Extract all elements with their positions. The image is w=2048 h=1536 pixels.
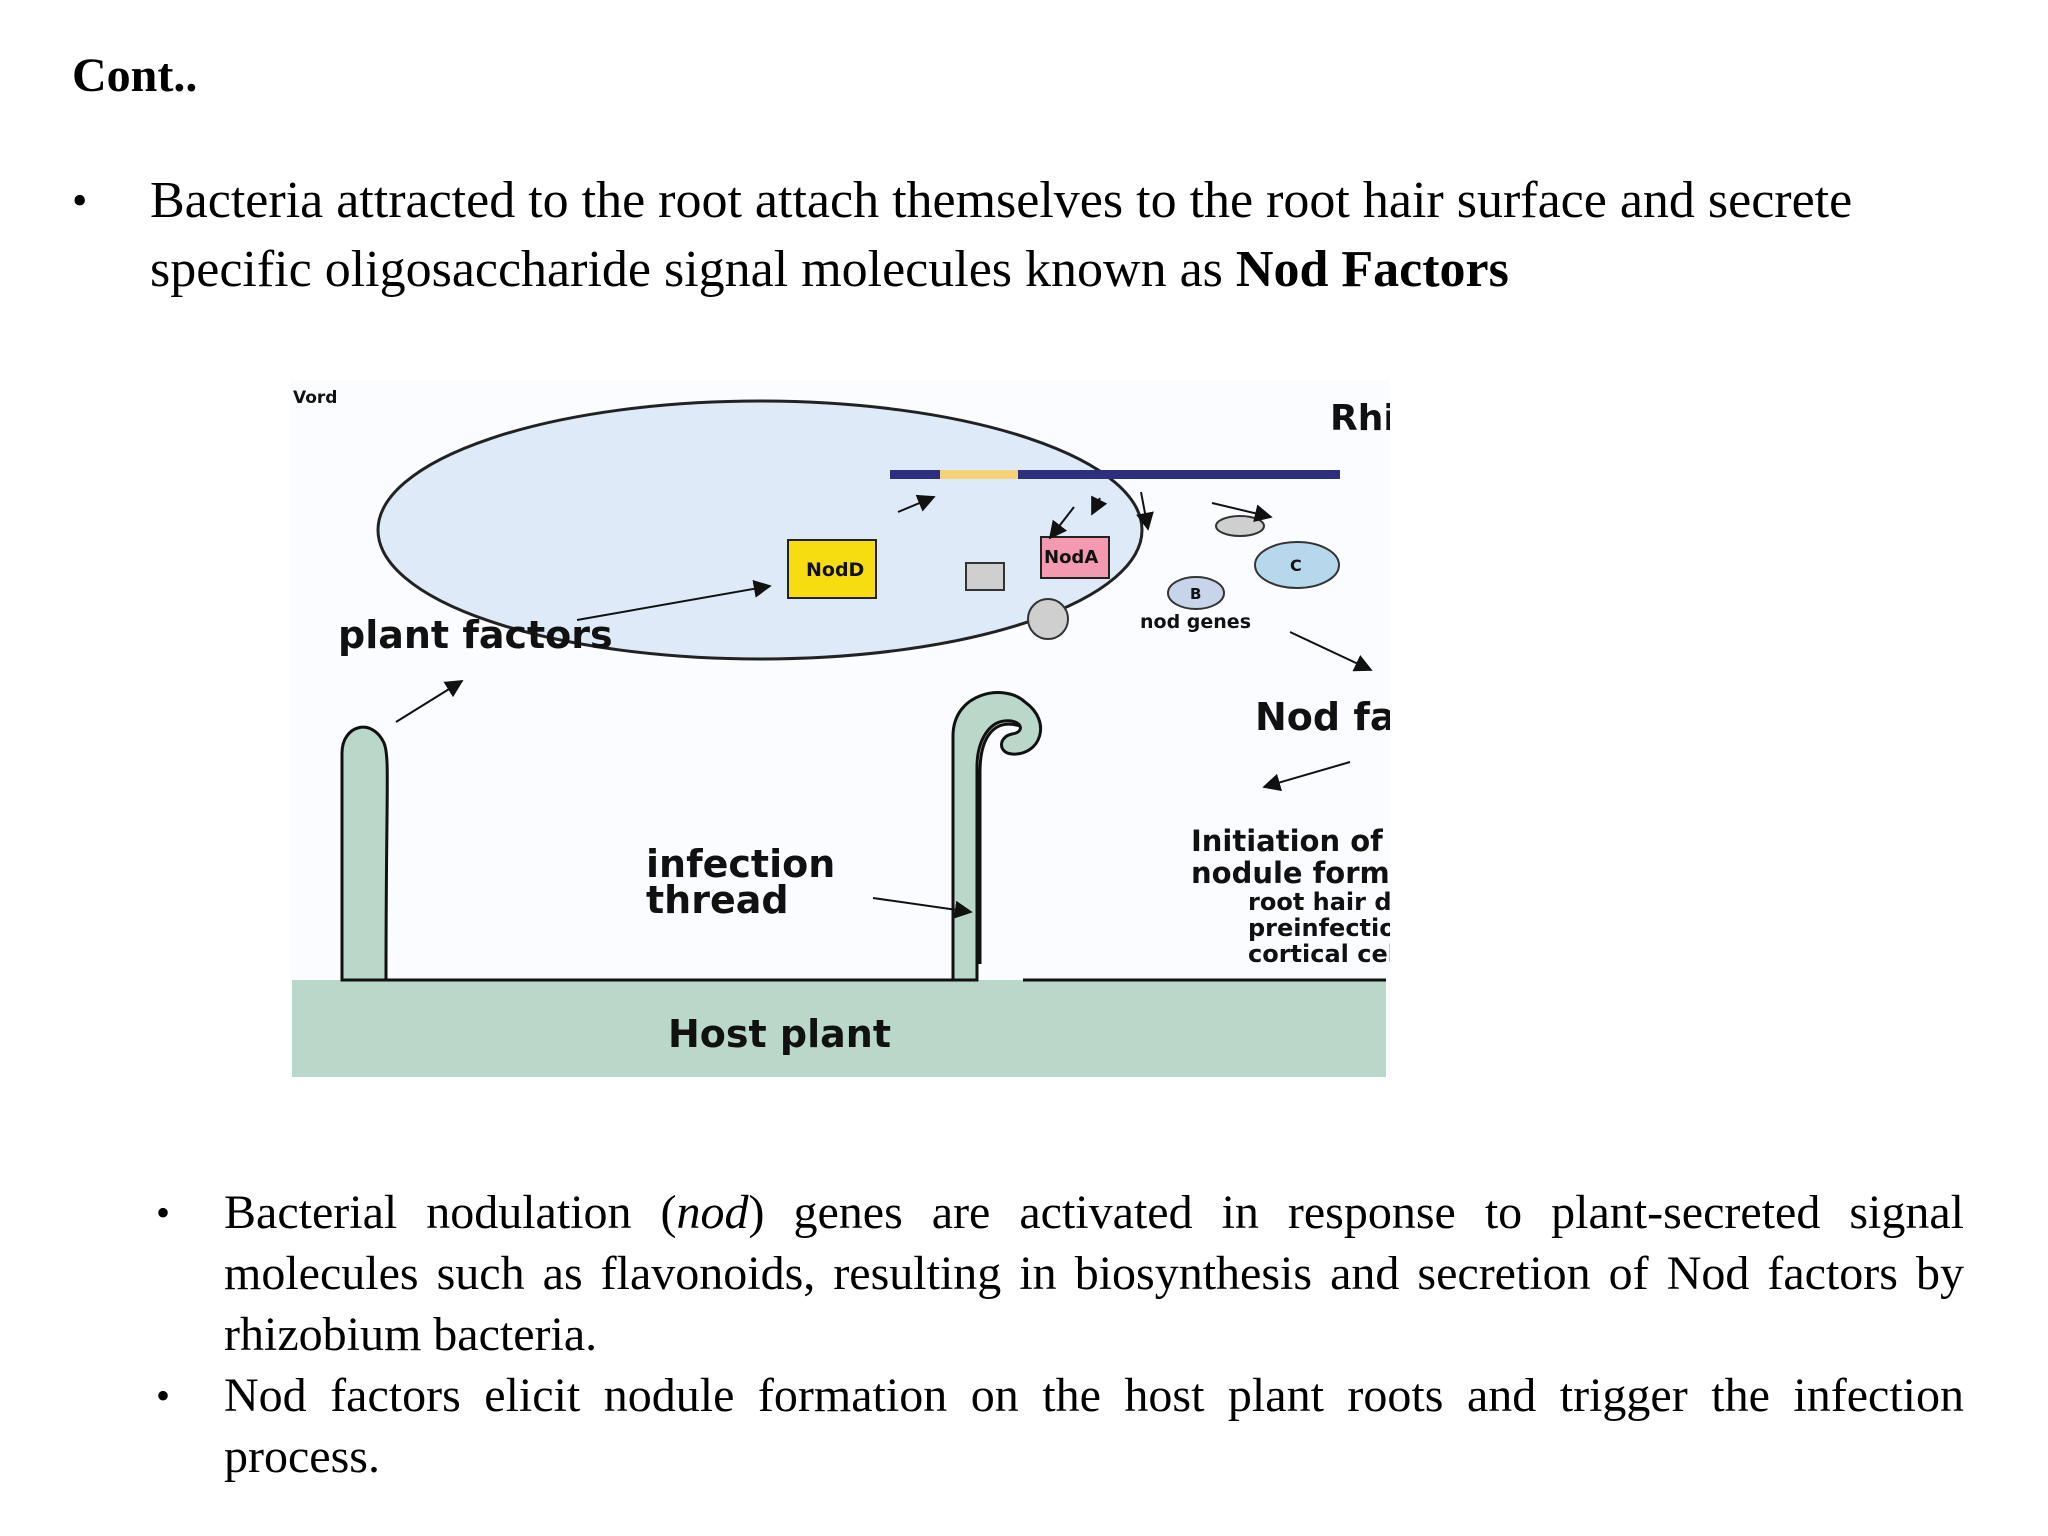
secondary-bullet-1-italic: nod <box>676 1186 749 1239</box>
arrow-nod-gene-1 <box>1048 506 1075 540</box>
secondary-bullet-1: • Bacterial nodulation (nod) genes are a… <box>156 1182 1966 1365</box>
plant-factors-up-arrow <box>395 680 464 723</box>
process-step-2: preinfection thread formation <box>1248 914 1390 942</box>
secondary-bullet-2: • Nod factors elicit nodule formation on… <box>156 1365 1966 1487</box>
secondary-bullet-1-after: ) genes are activated in response to pla… <box>224 1186 1964 1361</box>
sphere-b <box>1167 576 1225 610</box>
nod-factors-label: Nod factors <box>1255 695 1390 739</box>
gray-circle <box>1027 598 1069 640</box>
process-step-1: root hair deformation <box>1248 888 1390 916</box>
main-bullet-bold-term: Nod Factors <box>1235 241 1509 298</box>
arrow-to-gene-bar <box>897 494 936 513</box>
arrow-nod-gene-2 <box>1091 495 1108 516</box>
root-hair-right <box>951 691 1043 982</box>
bullet-marker: • <box>156 1190 171 1235</box>
noda-label: NodA <box>1044 547 1098 568</box>
nod-genes-arrow <box>1289 631 1373 672</box>
rhizobia-label: Rhizobia <box>1330 398 1390 439</box>
host-plant-body <box>292 980 1386 1077</box>
gray-square <box>965 562 1005 591</box>
nod-factor-diagram: Vord NodD NodA C B nod genes Rhizobia pl… <box>290 380 1390 1080</box>
plant-factors-label: plant factors <box>338 613 613 657</box>
secondary-bullet-2-text: Nod factors elicit nodule formation on t… <box>224 1369 1964 1483</box>
arrow-nod-gene-4 <box>1211 502 1273 523</box>
watermark-text: Vord <box>293 388 337 408</box>
sphere-c-label: C <box>1290 556 1302 575</box>
sphere-c <box>1254 541 1340 589</box>
sphere-b-label: B <box>1190 585 1201 603</box>
process-step-3: cortical cell division <box>1248 940 1390 968</box>
arrow-nod-gene-3 <box>1136 491 1154 531</box>
bullet-marker: • <box>72 176 88 225</box>
main-bullet: • Bacteria attracted to the root attach … <box>72 166 1972 304</box>
host-plant-label: Host plant <box>668 1012 891 1056</box>
diagram-svg: Vord NodD NodA C B nod genes Rhizobia pl… <box>290 380 1390 1080</box>
infection-thread-arrow <box>872 897 973 919</box>
root-hair-left <box>340 725 389 982</box>
secondary-bullet-1-before: Bacterial nodulation ( <box>224 1186 677 1239</box>
gene-bar <box>890 470 1340 479</box>
infection-label-1: infection <box>646 842 835 886</box>
infection-label-2: thread <box>646 878 789 922</box>
main-bullet-text: Bacteria attracted to the root attach th… <box>150 166 1930 304</box>
initiation-line-2: nodule formation process <box>1191 856 1390 890</box>
nodd-box <box>787 539 877 599</box>
infection-thread-line <box>978 722 1021 964</box>
secondary-bullet-list: • Bacterial nodulation (nod) genes are a… <box>156 1182 1966 1487</box>
small-gray-oval <box>1215 515 1265 537</box>
gene-highlight <box>940 470 1018 479</box>
secondary-bullet-1-text: Bacterial nodulation (nod) genes are act… <box>224 1182 1964 1365</box>
slide-title: Cont.. <box>72 49 198 102</box>
nod-factors-return-arrow <box>1262 761 1351 792</box>
bullet-marker: • <box>156 1373 171 1418</box>
initiation-line-1: Initiation of the <box>1191 824 1390 858</box>
main-bullet-text-plain: Bacteria attracted to the root attach th… <box>150 172 1853 298</box>
nodd-label: NodD <box>806 559 864 581</box>
nod-genes-label: nod genes <box>1140 611 1251 633</box>
noda-box <box>1040 536 1110 579</box>
plant-factors-arrow <box>576 579 772 621</box>
